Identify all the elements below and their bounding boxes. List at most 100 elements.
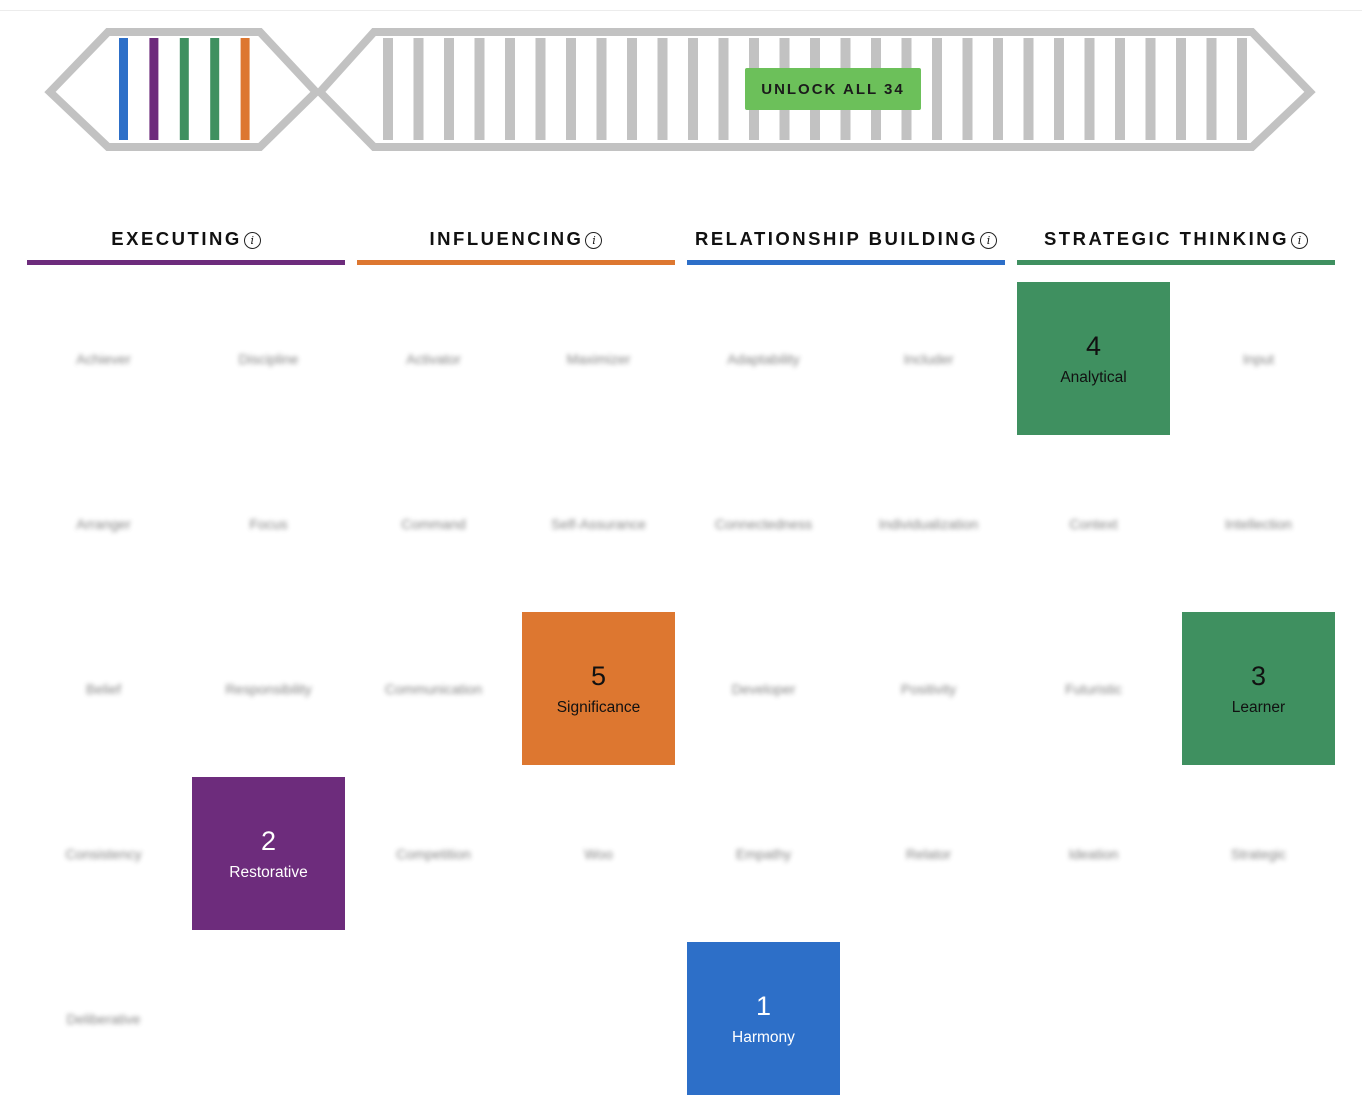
locked-theme-cell: Relator xyxy=(852,777,1005,930)
domain-underline xyxy=(687,260,1005,265)
info-icon[interactable]: i xyxy=(1291,231,1309,249)
strength-name: Harmony xyxy=(732,1028,795,1046)
locked-theme-label: Context xyxy=(1069,515,1118,532)
locked-theme-label: Individualization xyxy=(878,515,979,532)
locked-theme-cell: Self-Assurance xyxy=(522,447,675,600)
unlock-all-button[interactable]: UNLOCK ALL 34 xyxy=(745,68,921,110)
strength-rank: 2 xyxy=(260,825,277,856)
locked-theme-cell: Discipline xyxy=(192,282,345,435)
locked-theme-label: Belief xyxy=(85,680,122,697)
locked-theme-cell: Responsibility xyxy=(192,612,345,765)
locked-theme-cell: Ideation xyxy=(1017,777,1170,930)
locked-theme-cell: Empathy xyxy=(687,777,840,930)
dna-bar-locked xyxy=(962,38,973,140)
dna-bar-locked xyxy=(688,38,698,140)
dna-bar-locked xyxy=(1115,38,1125,140)
strength-name: Learner xyxy=(1231,698,1286,716)
locked-theme-label: Activator xyxy=(406,350,461,367)
dna-bar-unlocked xyxy=(119,38,128,140)
dna-bar-locked xyxy=(566,38,576,140)
locked-theme-cell: Activator xyxy=(357,282,510,435)
locked-theme-cell: Adaptability xyxy=(687,282,840,435)
locked-theme-cell: Futuristic xyxy=(1017,612,1170,765)
locked-theme-label: Discipline xyxy=(238,350,299,367)
locked-theme-cell: Arranger xyxy=(27,447,180,600)
locked-theme-cell: Consistency xyxy=(27,777,180,930)
locked-theme-label: Communication xyxy=(384,680,483,697)
locked-theme-cell: Maximizer xyxy=(522,282,675,435)
locked-theme-label: Competition xyxy=(396,845,471,862)
locked-theme-cell: Strategic xyxy=(1182,777,1335,930)
locked-theme-cell: Developer xyxy=(687,612,840,765)
locked-theme-label: Includer xyxy=(903,350,954,367)
dna-bar-locked xyxy=(535,38,546,140)
dna-bar-locked xyxy=(596,38,607,140)
dna-bar-locked xyxy=(505,38,515,140)
locked-theme-cell: Woo xyxy=(522,777,675,930)
strength-rank: 3 xyxy=(1250,660,1267,691)
locked-theme-cell: Competition xyxy=(357,777,510,930)
domain-title: INFLUENCING xyxy=(429,228,584,249)
domain-underline xyxy=(1017,260,1335,265)
dna-bar-locked xyxy=(1176,38,1186,140)
strength-name: Restorative xyxy=(229,863,308,881)
locked-theme-label: Arranger xyxy=(76,515,131,532)
strength-rank: 5 xyxy=(590,660,607,691)
locked-theme-label: Focus xyxy=(249,515,288,532)
locked-theme-cell: Individualization xyxy=(852,447,1005,600)
dna-bar-locked xyxy=(1145,38,1156,140)
locked-theme-label: Adaptability xyxy=(727,350,800,367)
dna-bar-locked xyxy=(1237,38,1247,140)
top-divider xyxy=(0,10,1362,11)
locked-theme-cell: Positivity xyxy=(852,612,1005,765)
dna-bar-locked xyxy=(932,38,942,140)
locked-theme-cell: Context xyxy=(1017,447,1170,600)
locked-theme-cell: Includer xyxy=(852,282,1005,435)
locked-theme-label: Futuristic xyxy=(1065,680,1122,697)
strength-rank: 4 xyxy=(1085,330,1102,361)
dna-bar-unlocked xyxy=(149,38,159,140)
dna-bar-locked xyxy=(413,38,424,140)
dna-bar-locked xyxy=(1084,38,1095,140)
locked-theme-label: Ideation xyxy=(1068,845,1119,862)
locked-theme-cell: Achiever xyxy=(27,282,180,435)
locked-theme-cell: Command xyxy=(357,447,510,600)
dna-bar-locked xyxy=(1054,38,1064,140)
locked-theme-cell: Deliberative xyxy=(27,942,180,1095)
info-icon[interactable]: i xyxy=(980,231,998,249)
locked-theme-label: Consistency xyxy=(65,845,142,862)
domain-underline xyxy=(27,260,345,265)
info-icon[interactable]: i xyxy=(585,231,603,249)
strength-name: Significance xyxy=(556,698,641,716)
locked-theme-label: Developer xyxy=(731,680,796,697)
dna-bar-locked xyxy=(627,38,637,140)
dna-bar-locked xyxy=(1206,38,1217,140)
locked-theme-label: Deliberative xyxy=(66,1010,141,1027)
strengths-dna-graphic xyxy=(44,28,1316,151)
locked-theme-label: Empathy xyxy=(735,845,792,862)
dna-bar-unlocked xyxy=(240,38,250,140)
locked-theme-label: Woo xyxy=(584,845,613,862)
locked-theme-cell: Belief xyxy=(27,612,180,765)
locked-theme-label: Connectedness xyxy=(714,515,813,532)
info-icon[interactable]: i xyxy=(243,231,261,249)
domain-underline xyxy=(357,260,675,265)
locked-theme-cell: Intellection xyxy=(1182,447,1335,600)
dna-bar-locked xyxy=(444,38,454,140)
locked-theme-label: Positivity xyxy=(900,680,957,697)
domain-title: EXECUTING xyxy=(111,228,242,249)
dna-bar-unlocked xyxy=(179,38,189,140)
dna-bar-locked xyxy=(657,38,668,140)
locked-theme-label: Maximizer xyxy=(566,350,631,367)
locked-theme-label: Responsibility xyxy=(225,680,312,697)
locked-theme-cell: Connectedness xyxy=(687,447,840,600)
dna-bar-locked xyxy=(383,38,393,140)
